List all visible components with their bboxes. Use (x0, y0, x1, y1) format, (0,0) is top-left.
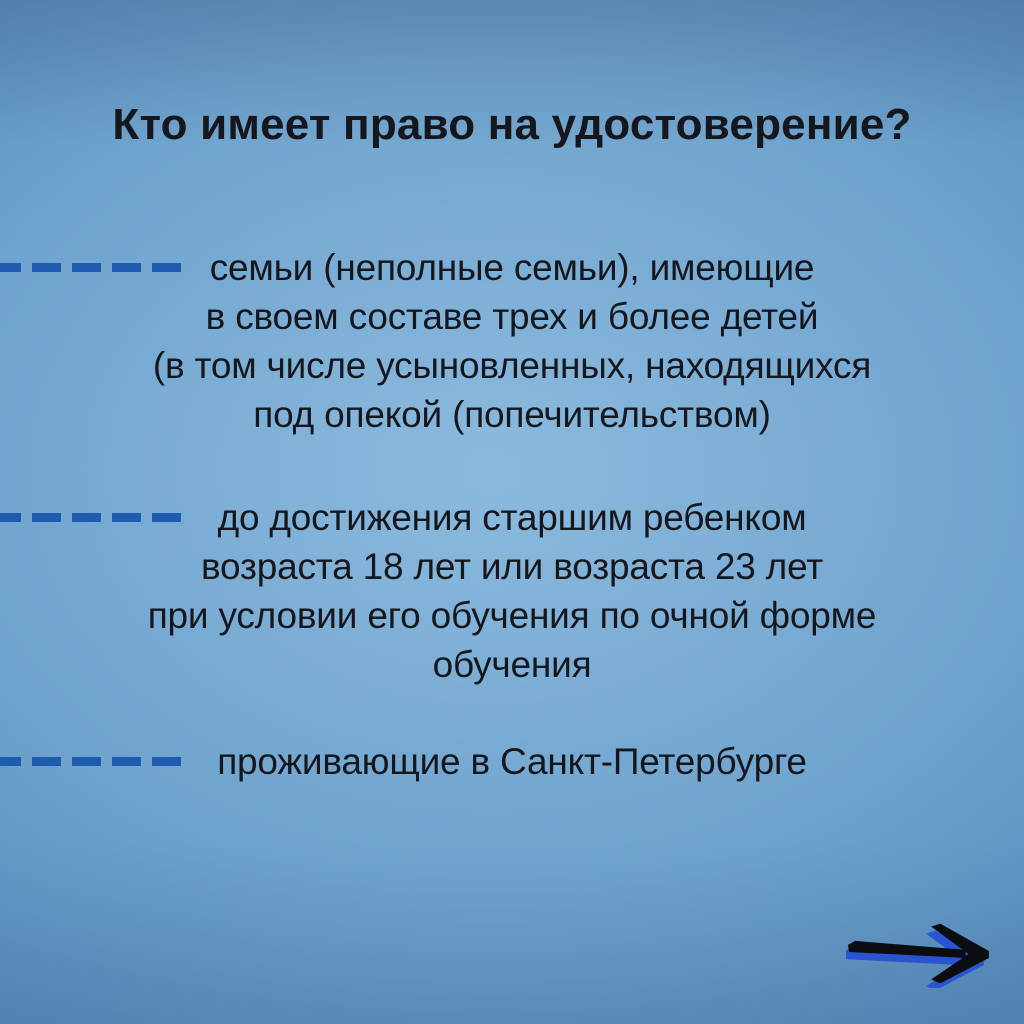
bullet-line: обучения (432, 644, 592, 685)
bullet-text: до достижения старшим ребенком возраста … (0, 493, 1024, 689)
bullet-line: под опекой (попечительством) (253, 394, 771, 435)
bullet-item-residence: проживающие в Санкт-Петербурге (0, 737, 1024, 786)
bullet-line: в своем составе трех и более детей (205, 296, 819, 337)
bullet-line: (в том числе усыновленных, находящихся (152, 345, 872, 386)
bullet-line: семьи (неполные семьи), имеющие (209, 247, 815, 288)
bullet-line: до достижения старшим ребенком (217, 497, 807, 538)
dashed-line-icon (0, 263, 182, 272)
dashed-line-icon (0, 757, 182, 766)
bullet-line: проживающие в Санкт-Петербурге (217, 741, 807, 782)
dashed-line-icon (0, 513, 182, 522)
page-title: Кто имеет право на удостоверение? (112, 100, 912, 149)
arrow-right-icon (846, 922, 998, 988)
bullet-line: при условии его обучения по очной форме (147, 595, 877, 636)
bullet-item-age: до достижения старшим ребенком возраста … (0, 493, 1024, 689)
bullet-text: проживающие в Санкт-Петербурге (0, 737, 1024, 786)
bullet-text: семьи (неполные семьи), имеющие в своем … (0, 243, 1024, 439)
bullet-line: возраста 18 лет или возраста 23 лет (201, 546, 823, 587)
bullet-item-families: семьи (неполные семьи), имеющие в своем … (0, 243, 1024, 439)
